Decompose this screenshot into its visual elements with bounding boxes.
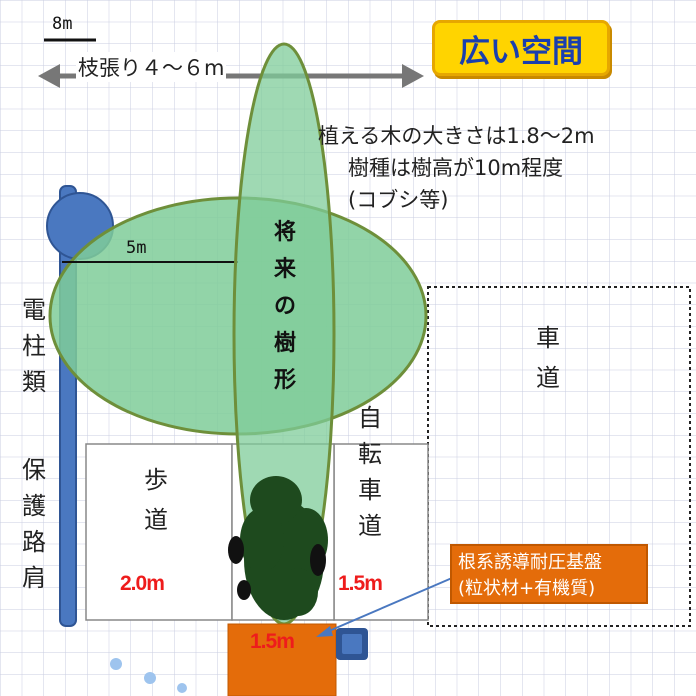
dot-icon [144,672,156,684]
sidewalk-label: 歩 道 [144,466,168,534]
roadway-label: 車 道 [536,324,560,392]
title-badge: 広い空間 [432,20,610,76]
future-shape-label: 将 来 の 樹 形 [273,220,296,393]
info-text: 植える木の大きさは1.8～2m 樹種は樹高が10m程度 (コブシ等) [318,120,595,216]
shoulder-label: 保 護 路 肩 [22,456,46,592]
spread-label: 枝張り４～６m [76,52,227,82]
dot-icon [110,658,122,670]
bike-lane-area [333,443,429,621]
tree-silhouette-icon [240,476,328,620]
info-line-1: 植える木の大きさは1.8～2m [318,124,595,148]
crown-radius-label: 5m [126,238,147,258]
root-system-box: 根系誘導耐圧基盤 (粒状材+有機質) [450,544,648,604]
pole-label: 電 柱 類 [22,296,46,396]
info-line-2: 樹種は樹高が10m程度 [348,156,564,180]
planting-width-label: 1.5m [250,630,295,653]
tree-shadow-icon [228,536,326,600]
root-box-line-1: 根系誘導耐圧基盤 [458,552,602,573]
dot-icon [177,683,187,693]
root-box-line-2: (粒状材+有機質) [458,578,596,599]
bike-lane-label: 自 転 車 道 [358,404,382,540]
leader-arrow [316,577,453,637]
info-line-3: (コブシ等) [348,188,449,212]
sidewalk-width-label: 2.0m [120,572,165,595]
scale-label: 8m [52,14,73,34]
bike-lane-width-label: 1.5m [338,572,383,595]
